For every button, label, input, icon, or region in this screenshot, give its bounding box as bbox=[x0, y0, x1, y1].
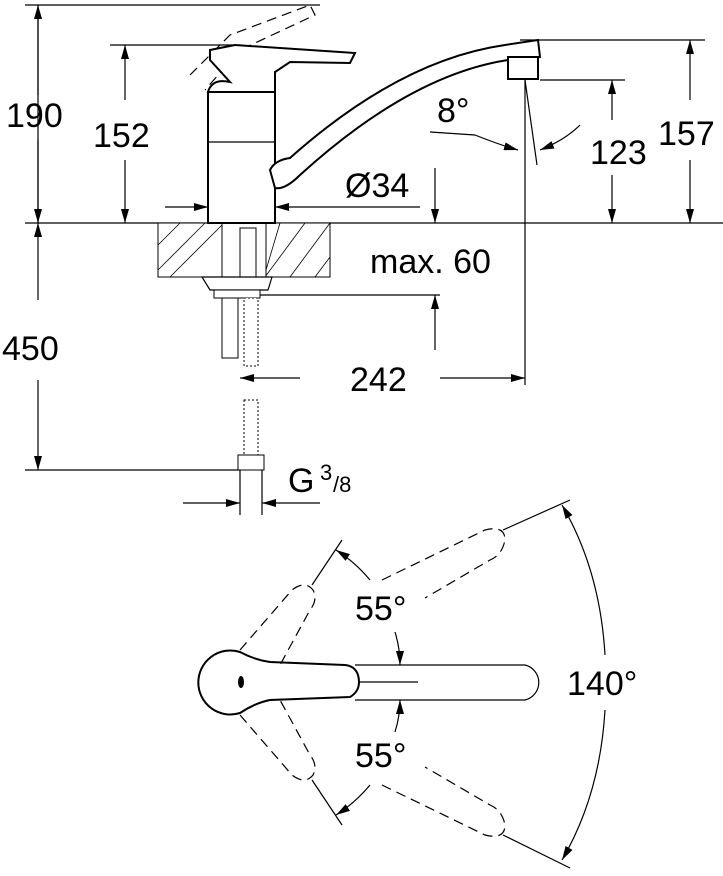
angle-label-total: 140° bbox=[567, 665, 637, 703]
thread-denominator: /8 bbox=[333, 472, 351, 497]
angle-label-upper: 55° bbox=[355, 590, 406, 628]
angle-label-lower: 55° bbox=[355, 737, 406, 775]
thread-numerator: 3 bbox=[320, 460, 332, 485]
top-view: 55° 55° 140° bbox=[197, 499, 637, 869]
countertop-section bbox=[157, 222, 331, 471]
dim-label-152: 152 bbox=[93, 117, 150, 155]
thread-label: G bbox=[288, 462, 314, 500]
dim-label-450: 450 bbox=[2, 330, 59, 368]
dim-label-190: 190 bbox=[6, 97, 63, 135]
dim-label-diameter: Ø34 bbox=[345, 167, 409, 205]
dim-label-242: 242 bbox=[350, 361, 407, 399]
dim-label-outlet-angle: 8° bbox=[437, 92, 470, 130]
faucet-body bbox=[189, 4, 542, 224]
dim-label-157: 157 bbox=[658, 115, 715, 153]
side-view: 190 152 157 123 8° Ø34 max. 60 242 450 G… bbox=[2, 4, 723, 515]
dim-label-max-counter: max. 60 bbox=[370, 243, 491, 281]
dim-label-123: 123 bbox=[590, 134, 647, 172]
